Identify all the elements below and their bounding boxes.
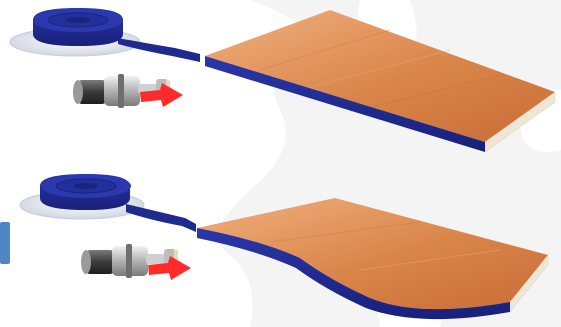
band-strip [118,38,200,62]
feed-arrow-icon [140,83,183,107]
wood-board-icon [205,10,556,153]
edge-band-roll-icon [40,174,131,210]
left-tab-shape [0,222,10,264]
wood-board-icon [197,198,549,320]
feed-arrow-icon [148,256,191,280]
edge-band-roll-icon [33,8,123,46]
band-strip [126,204,196,232]
curved-edge-panel [19,174,549,320]
straight-edge-panel [9,8,556,153]
